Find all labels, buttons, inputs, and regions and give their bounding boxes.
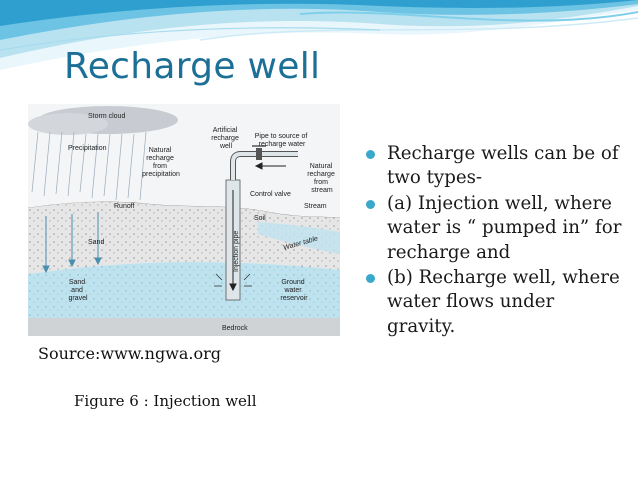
bedrock-layer: [28, 318, 340, 336]
label-sand: Sand: [88, 239, 104, 246]
label-soil: Soil: [254, 215, 266, 222]
label-storm-cloud: Storm cloud: [88, 113, 125, 120]
label-pipe-to-source: Pipe to source of recharge water: [255, 133, 309, 148]
label-control-valve: Control valve: [250, 191, 291, 198]
bullet-dot-icon: [366, 274, 375, 284]
bullet-item: Recharge wells can be of two types-: [363, 142, 625, 191]
bullet-item: (b) Recharge well, where water flows und…: [363, 266, 625, 339]
aquifer-layer: [28, 262, 340, 318]
figure-caption: Figure 6 : Injection well: [74, 392, 257, 410]
label-stream: Stream: [304, 203, 327, 210]
label-ground-water-reservoir: Ground water reservoir: [280, 279, 308, 302]
header-swoosh-decoration: [0, 0, 638, 70]
label-natural-recharge-precipitation: Natural recharge from precipitation: [142, 147, 180, 178]
rain-lines: [31, 131, 147, 201]
bullet-text: (b) Recharge well, where water flows und…: [387, 267, 620, 337]
bullet-dot-icon: [366, 199, 375, 209]
bullet-dot-icon: [366, 150, 375, 159]
label-artificial-recharge-well: Artificial recharge well: [211, 127, 241, 150]
source-credit: Source:www.ngwa.org: [38, 344, 222, 363]
bullet-list: Recharge wells can be of two types- (a) …: [363, 142, 625, 340]
label-sand-and-gravel: Sand and gravel: [68, 279, 88, 302]
sand-layer: [28, 225, 340, 274]
bullet-item: (a) Injection well, where water is “ pum…: [363, 192, 625, 265]
slide-title: Recharge well: [64, 46, 321, 87]
control-valve: [256, 148, 262, 160]
label-precipitation: Precipitation: [68, 145, 107, 152]
label-injection-pipe: Injection pipe: [233, 231, 240, 272]
label-natural-recharge-stream: Natural recharge from stream: [307, 163, 337, 194]
label-runoff: Runoff: [114, 203, 135, 210]
injection-well-diagram: Storm cloud Precipitation Natural rechar…: [28, 104, 340, 336]
bullet-text: (a) Injection well, where water is “ pum…: [387, 192, 622, 263]
label-bedrock: Bedrock: [222, 325, 248, 332]
bullet-text: Recharge wells can be of two types-: [387, 143, 619, 189]
